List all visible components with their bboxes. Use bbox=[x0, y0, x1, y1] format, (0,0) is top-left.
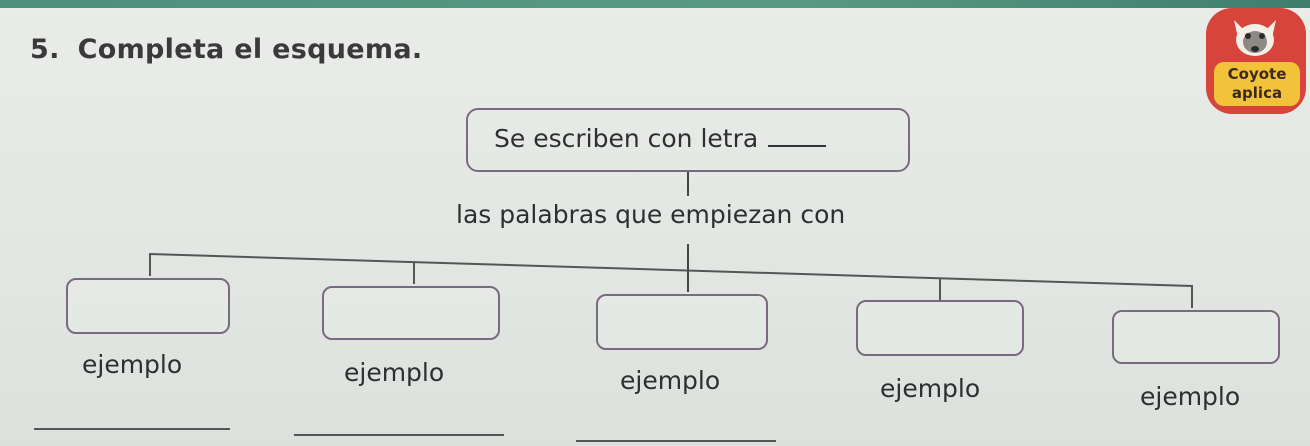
badge-line-2: aplica bbox=[1231, 84, 1283, 102]
exercise-instruction: Completa el esquema. bbox=[77, 34, 423, 65]
example-answer-line-3[interactable] bbox=[576, 440, 776, 442]
exercise-heading: 5. Completa el esquema. bbox=[30, 34, 422, 65]
example-answer-line-2[interactable] bbox=[294, 434, 504, 436]
answer-box-2[interactable] bbox=[322, 286, 500, 340]
example-label-4: ejemplo bbox=[880, 374, 981, 403]
top-concept-box: Se escriben con letra bbox=[466, 108, 910, 172]
letter-answer-blank[interactable] bbox=[768, 129, 827, 147]
example-answer-line-1[interactable] bbox=[34, 428, 230, 430]
example-label-3: ejemplo bbox=[620, 366, 721, 395]
middle-connector-text: las palabras que empiezan con bbox=[456, 200, 846, 229]
coyote-icon bbox=[1234, 20, 1276, 56]
badge-label: Coyote aplica bbox=[1214, 62, 1300, 106]
answer-box-4[interactable] bbox=[856, 300, 1024, 356]
exercise-number: 5. bbox=[30, 34, 60, 65]
answer-box-5[interactable] bbox=[1112, 310, 1280, 364]
coyote-aplica-badge: Coyote aplica bbox=[1206, 8, 1306, 114]
badge-line-1: Coyote bbox=[1227, 65, 1287, 83]
example-label-2: ejemplo bbox=[344, 358, 445, 387]
answer-box-3[interactable] bbox=[596, 294, 768, 350]
example-label-5: ejemplo bbox=[1140, 382, 1241, 411]
example-label-1: ejemplo bbox=[82, 350, 183, 379]
top-color-strip bbox=[0, 0, 1310, 8]
answer-box-1[interactable] bbox=[66, 278, 230, 334]
top-concept-text: Se escriben con letra bbox=[494, 124, 759, 153]
